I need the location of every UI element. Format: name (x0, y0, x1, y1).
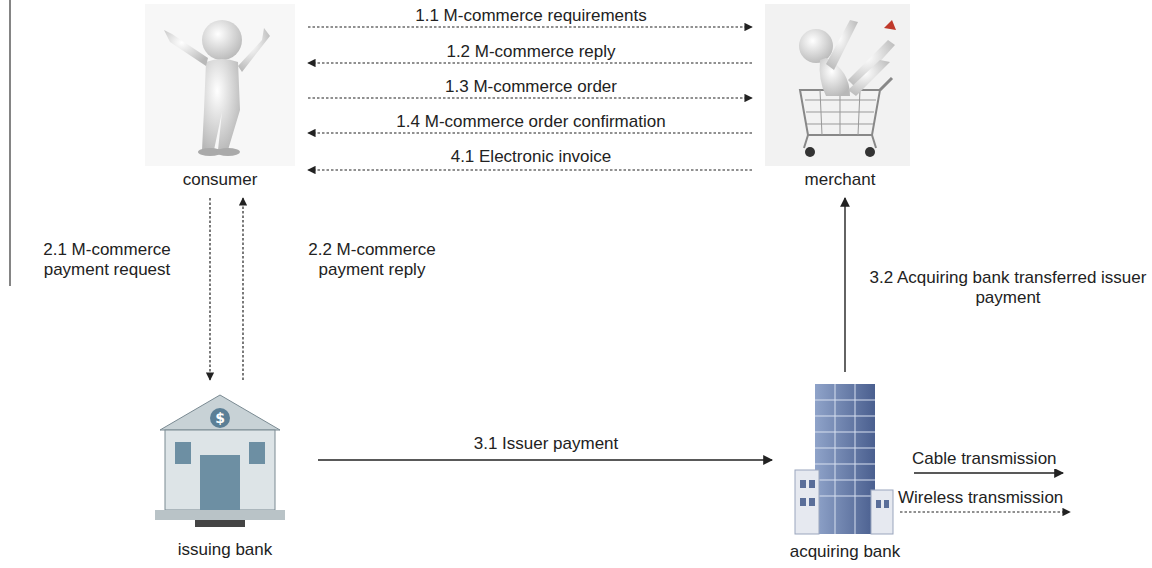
flow-label: 1.4 M-commerce order confirmation (312, 112, 750, 132)
flow-label: 3.1 Issuer payment (320, 434, 772, 454)
frame-line (9, 0, 10, 286)
node-label: merchant (760, 170, 920, 190)
actor-node: merchant (760, 4, 920, 190)
actor-node: acquiring bank (780, 380, 910, 562)
legend-text: Cable transmission (912, 449, 1065, 469)
legend-sample (912, 469, 1065, 479)
dashed-arrow (308, 62, 752, 63)
solid-arrow (844, 198, 845, 372)
flow-label: 3.2 Acquiring bank transferred issuer pa… (866, 268, 1150, 308)
node-label: acquiring bank (780, 542, 910, 562)
solid-arrow (318, 459, 772, 460)
legend-sample (898, 508, 1072, 518)
actor-node: consumer (140, 4, 300, 190)
flow-label: 1.2 M-commerce reply (312, 42, 750, 62)
flow-label: 2.2 M-commerce payment reply (292, 240, 452, 280)
node-label: issuing bank (140, 540, 310, 560)
legend-arrow (900, 511, 1070, 512)
dashed-arrow (308, 97, 752, 98)
legend-entry: Wireless transmission (898, 488, 1072, 518)
actor-node: issuing bank (140, 388, 310, 560)
dashed-arrow (308, 132, 752, 133)
office-tower (795, 384, 893, 534)
legend-arrow (914, 472, 1063, 473)
legend-text: Wireless transmission (898, 488, 1072, 508)
consumer-figure (145, 4, 295, 166)
bank-building: $ (155, 395, 285, 527)
dashed-arrow (308, 26, 752, 27)
flow-label: 1.3 M-commerce order (312, 77, 750, 97)
flow-label: 2.1 M-commerce payment request (14, 240, 200, 280)
flow-label: 4.1 Electronic invoice (312, 147, 750, 167)
flow-label: 1.1 M-commerce requirements (312, 6, 750, 26)
dashed-arrow (308, 169, 752, 170)
legend-entry: Cable transmission (912, 449, 1065, 479)
node-label: consumer (140, 170, 300, 190)
dashed-arrow (209, 198, 210, 380)
merchant-figure (765, 4, 910, 166)
svg-text:$: $ (215, 410, 225, 426)
dashed-arrow (242, 198, 243, 380)
